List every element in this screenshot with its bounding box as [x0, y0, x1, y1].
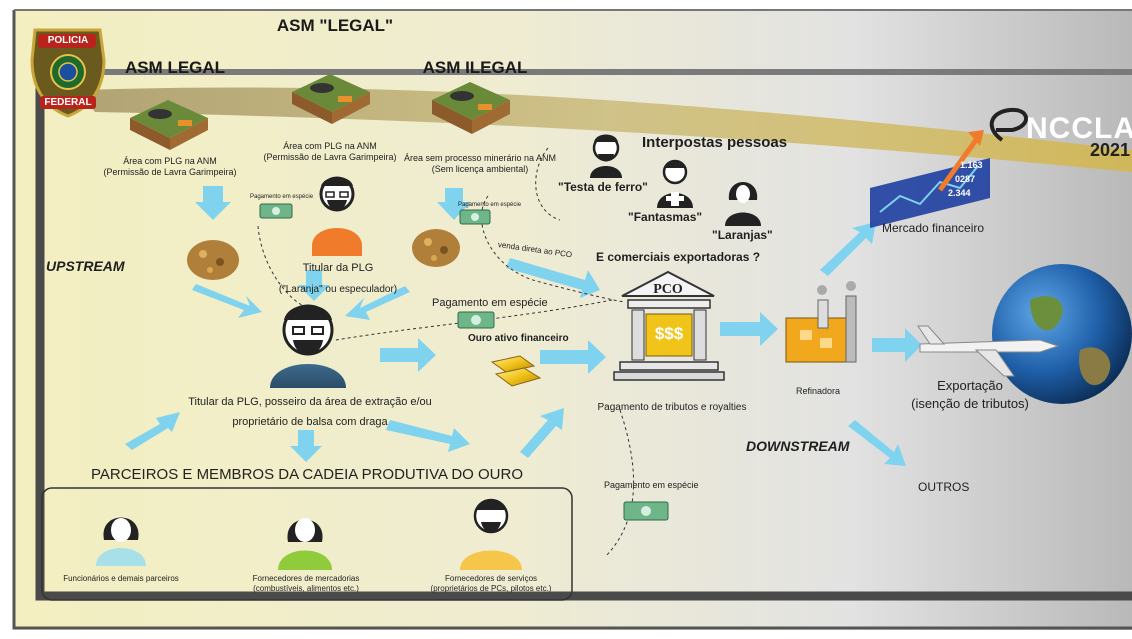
cash-bill-icon	[623, 501, 669, 521]
payment-bottom-label: Pagamento em espécie	[604, 480, 699, 490]
ticker-value-3: 2.344	[948, 188, 971, 198]
fantasmas-person-icon	[657, 159, 693, 208]
outros-label: OUTROS	[918, 480, 970, 494]
titular-label-1: Titular da PLG, posseiro da área de extr…	[188, 396, 432, 408]
earth-globe-icon	[992, 264, 1132, 404]
asm-pseudo-legal-title: ASM "LEGAL"	[276, 16, 394, 35]
plg-holder-label-2: ("Laranja" ou especulador)	[278, 284, 398, 295]
gold-ore-pile-icon	[187, 240, 239, 280]
plg-holder-label-1: Titular da PLG	[302, 262, 374, 274]
asm-illegal-desc-2: (Sem licença ambiental)	[431, 164, 529, 174]
partners-box	[41, 487, 573, 601]
fornecedores-servicos-person-icon	[460, 498, 522, 570]
pco-building-icon	[613, 270, 725, 381]
gold-ore-pile-icon	[412, 229, 460, 267]
plg-holder-person-icon	[312, 176, 362, 256]
interpostas-title: Interpostas pessoas	[642, 134, 788, 151]
mine-site-legal-icon	[130, 100, 208, 150]
laranjas-label: "Laranjas"	[712, 228, 773, 242]
asm-illegal-desc-1: Área sem processo minerário na ANM	[403, 153, 557, 163]
mine-site-pseudo-legal-icon	[292, 74, 370, 124]
badge-bottom-text: FEDERAL	[44, 97, 92, 108]
downstream-label: DOWNSTREAM	[746, 438, 850, 454]
exporters-label: E comerciais exportadoras ?	[596, 250, 761, 264]
financial-market-chart-icon	[870, 130, 990, 228]
pco-label: PCO	[653, 282, 683, 297]
refinery-factory-icon	[785, 281, 857, 363]
parceiro-label-2b: (combustíveis, alimentos etc.)	[253, 584, 359, 593]
parceiro-label-1: Funcionários e demais parceiros	[63, 574, 179, 583]
ouro-label: Ouro ativo financeiro	[468, 333, 569, 344]
logo-year: 2021	[1090, 140, 1131, 160]
parceiro-label-3a: Fornecedores de serviços	[444, 574, 538, 583]
fantasmas-label: "Fantasmas"	[628, 210, 703, 224]
asm-illegal-title: ASM ILEGAL	[422, 58, 528, 77]
police-badge-icon	[30, 28, 106, 118]
flow-arrows	[125, 186, 922, 466]
mercado-label: Mercado financeiro	[882, 221, 985, 235]
funcionarios-person-icon	[96, 517, 146, 566]
asm-pseudo-legal-desc-2: (Permissão de Lavra Garimpeira)	[263, 152, 397, 162]
asm-pseudo-legal-desc-1: Área com PLG na ANM	[283, 141, 377, 151]
pco-money-label: $$$	[654, 324, 684, 343]
ticker-value-1: 1.163	[960, 160, 983, 170]
small-payment-label-2: Pagamento em espécie	[458, 202, 522, 208]
cash-bill-icon	[459, 209, 491, 225]
mine-site-illegal-icon	[432, 82, 510, 134]
parceiro-label-3b: (proprietários de PCs, pilotos etc.)	[430, 584, 552, 593]
gold-bars-icon	[490, 355, 542, 387]
cash-bill-icon	[457, 311, 495, 329]
laranjas-person-icon	[725, 182, 761, 226]
enccla-logo-icon	[989, 107, 1028, 142]
fornecedores-mercadorias-person-icon	[278, 518, 332, 570]
refinadora-label: Refinadora	[795, 386, 841, 396]
cash-bill-icon	[259, 203, 293, 219]
titular-person-icon	[270, 304, 346, 388]
exportacao-label-1: Exportação	[937, 378, 1003, 393]
tributos-label: Pagamento de tributos e royalties	[597, 402, 747, 413]
titular-label-2: proprietário de balsa com draga	[232, 416, 388, 428]
asm-legal-desc-1: Área com PLG na ANM	[123, 156, 217, 166]
asm-legal-desc-2: (Permissão de Lavra Garimpeira)	[103, 167, 237, 177]
ticker-value-2: 0287	[955, 174, 976, 184]
logo-letters: NCCLA	[1026, 112, 1132, 145]
upstream-label: UPSTREAM	[46, 258, 125, 274]
parceiros-title: PARCEIROS E MEMBROS DA CADEIA PRODUTIVA …	[90, 466, 524, 483]
payment-mid-label: Pagamento em espécie	[432, 297, 548, 309]
testa-de-ferro-person-icon	[590, 134, 622, 178]
parceiro-label-2a: Fornecedores de mercadorias	[252, 574, 360, 583]
asm-legal-title: ASM LEGAL	[124, 58, 226, 77]
testa-de-ferro-label: "Testa de ferro"	[558, 180, 648, 194]
small-payment-label-1: Pagamento em espécie	[250, 194, 314, 200]
exportacao-label-2: (isenção de tributos)	[911, 396, 1029, 411]
airplane-icon	[917, 325, 1060, 377]
badge-top-text: POLICIA	[47, 35, 89, 46]
